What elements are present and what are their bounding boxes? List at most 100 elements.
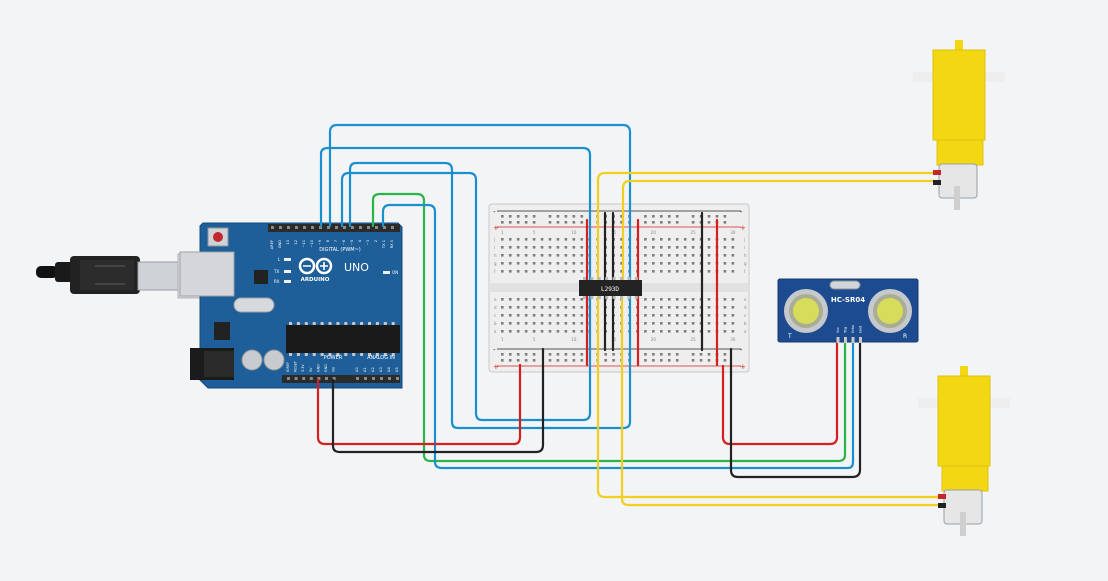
breadboard-hole[interactable] — [731, 270, 735, 273]
breadboard-hole[interactable] — [580, 270, 584, 273]
breadboard-hole[interactable] — [532, 254, 536, 257]
header-pin[interactable] — [343, 226, 346, 229]
breadboard-hole[interactable] — [580, 322, 584, 325]
breadboard-hole[interactable] — [501, 246, 504, 249]
breadboard-hole[interactable] — [501, 238, 504, 241]
breadboard-hole[interactable] — [652, 262, 655, 265]
breadboard-hole[interactable] — [524, 359, 528, 362]
breadboard-hole[interactable] — [675, 314, 679, 317]
breadboard-hole[interactable] — [540, 246, 544, 249]
breadboard-hole[interactable] — [564, 330, 568, 333]
breadboard-hole[interactable] — [652, 359, 655, 362]
breadboard-hole[interactable] — [532, 215, 536, 218]
breadboard-hole[interactable] — [660, 270, 663, 273]
breadboard-hole[interactable] — [652, 314, 655, 317]
breadboard-hole[interactable] — [572, 270, 576, 273]
breadboard-hole[interactable] — [723, 262, 727, 265]
breadboard-hole[interactable] — [652, 270, 655, 273]
breadboard-hole[interactable] — [691, 246, 695, 249]
header-pin[interactable] — [380, 377, 383, 380]
breadboard-hole[interactable] — [707, 262, 711, 265]
yellow-wire[interactable] — [596, 171, 939, 294]
breadboard-hole[interactable] — [731, 298, 735, 301]
breadboard-hole[interactable] — [723, 254, 727, 257]
breadboard-hole[interactable] — [675, 298, 679, 301]
breadboard-hole[interactable] — [675, 330, 679, 333]
breadboard-hole[interactable] — [683, 298, 687, 301]
breadboard-hole[interactable] — [516, 221, 520, 224]
breadboard-hole[interactable] — [532, 238, 536, 241]
breadboard-hole[interactable] — [524, 322, 528, 325]
yellow-wire[interactable] — [596, 290, 942, 499]
breadboard-hole[interactable] — [683, 322, 687, 325]
breadboard-hole[interactable] — [612, 359, 615, 362]
breadboard-hole[interactable] — [707, 353, 711, 356]
breadboard-hole[interactable] — [556, 359, 560, 362]
breadboard-hole[interactable] — [652, 254, 655, 257]
breadboard-hole[interactable] — [516, 238, 520, 241]
breadboard-hole[interactable] — [524, 298, 528, 301]
breadboard-hole[interactable] — [691, 353, 695, 356]
breadboard-hole[interactable] — [660, 238, 663, 241]
breadboard-hole[interactable] — [548, 314, 552, 317]
breadboard-hole[interactable] — [540, 238, 544, 241]
header-pin[interactable] — [396, 377, 399, 380]
breadboard-hole[interactable] — [501, 221, 504, 224]
breadboard-hole[interactable] — [644, 215, 647, 218]
breadboard-hole[interactable] — [508, 330, 512, 333]
breadboard-hole[interactable] — [707, 298, 711, 301]
breadboard-hole[interactable] — [516, 322, 520, 325]
sensor-pin[interactable] — [836, 337, 840, 343]
breadboard-hole[interactable] — [524, 306, 528, 309]
breadboard-hole[interactable] — [691, 330, 695, 333]
breadboard-hole[interactable] — [501, 254, 504, 257]
red-wire[interactable] — [721, 340, 839, 446]
breadboard-hole[interactable] — [660, 353, 663, 356]
breadboard-hole[interactable] — [731, 322, 735, 325]
breadboard-hole[interactable] — [580, 298, 584, 301]
breadboard-hole[interactable] — [516, 270, 520, 273]
breadboard-hole[interactable] — [683, 306, 687, 309]
breadboard-hole[interactable] — [516, 306, 520, 309]
breadboard-hole[interactable] — [644, 353, 647, 356]
breadboard-hole[interactable] — [691, 221, 695, 224]
breadboard-hole[interactable] — [707, 238, 711, 241]
breadboard-hole[interactable] — [532, 322, 536, 325]
breadboard-hole[interactable] — [683, 238, 687, 241]
breadboard-hole[interactable] — [508, 270, 512, 273]
breadboard-hole[interactable] — [572, 306, 576, 309]
breadboard-hole[interactable] — [564, 322, 568, 325]
breadboard-hole[interactable] — [548, 359, 552, 362]
header-pin[interactable] — [309, 377, 313, 380]
breadboard-hole[interactable] — [620, 215, 623, 218]
breadboard-hole[interactable] — [580, 254, 584, 257]
header-pin[interactable] — [367, 226, 370, 229]
breadboard-hole[interactable] — [699, 359, 703, 362]
breadboard-hole[interactable] — [667, 246, 671, 249]
header-pin[interactable] — [294, 377, 298, 380]
breadboard-hole[interactable] — [556, 353, 560, 356]
green-wire[interactable] — [371, 192, 847, 463]
sensor-pin[interactable] — [851, 337, 855, 343]
breadboard-hole[interactable] — [667, 353, 671, 356]
breadboard-hole[interactable] — [652, 238, 655, 241]
breadboard-hole[interactable] — [731, 306, 735, 309]
breadboard-hole[interactable] — [580, 306, 584, 309]
breadboard-hole[interactable] — [675, 322, 679, 325]
l293d-chip[interactable]: L293D — [579, 277, 642, 299]
breadboard-hole[interactable] — [652, 246, 655, 249]
breadboard-hole[interactable] — [723, 238, 727, 241]
breadboard-hole[interactable] — [572, 254, 576, 257]
breadboard-hole[interactable] — [532, 246, 536, 249]
header-pin[interactable] — [319, 226, 322, 229]
breadboard-hole[interactable] — [564, 298, 568, 301]
blue-wire[interactable] — [328, 123, 632, 430]
breadboard-hole[interactable] — [675, 238, 679, 241]
breadboard-hole[interactable] — [524, 330, 528, 333]
breadboard-hole[interactable] — [516, 254, 520, 257]
dc-motor-bottom[interactable] — [918, 366, 1010, 536]
breadboard-hole[interactable] — [723, 314, 727, 317]
breadboard-hole[interactable] — [667, 306, 671, 309]
